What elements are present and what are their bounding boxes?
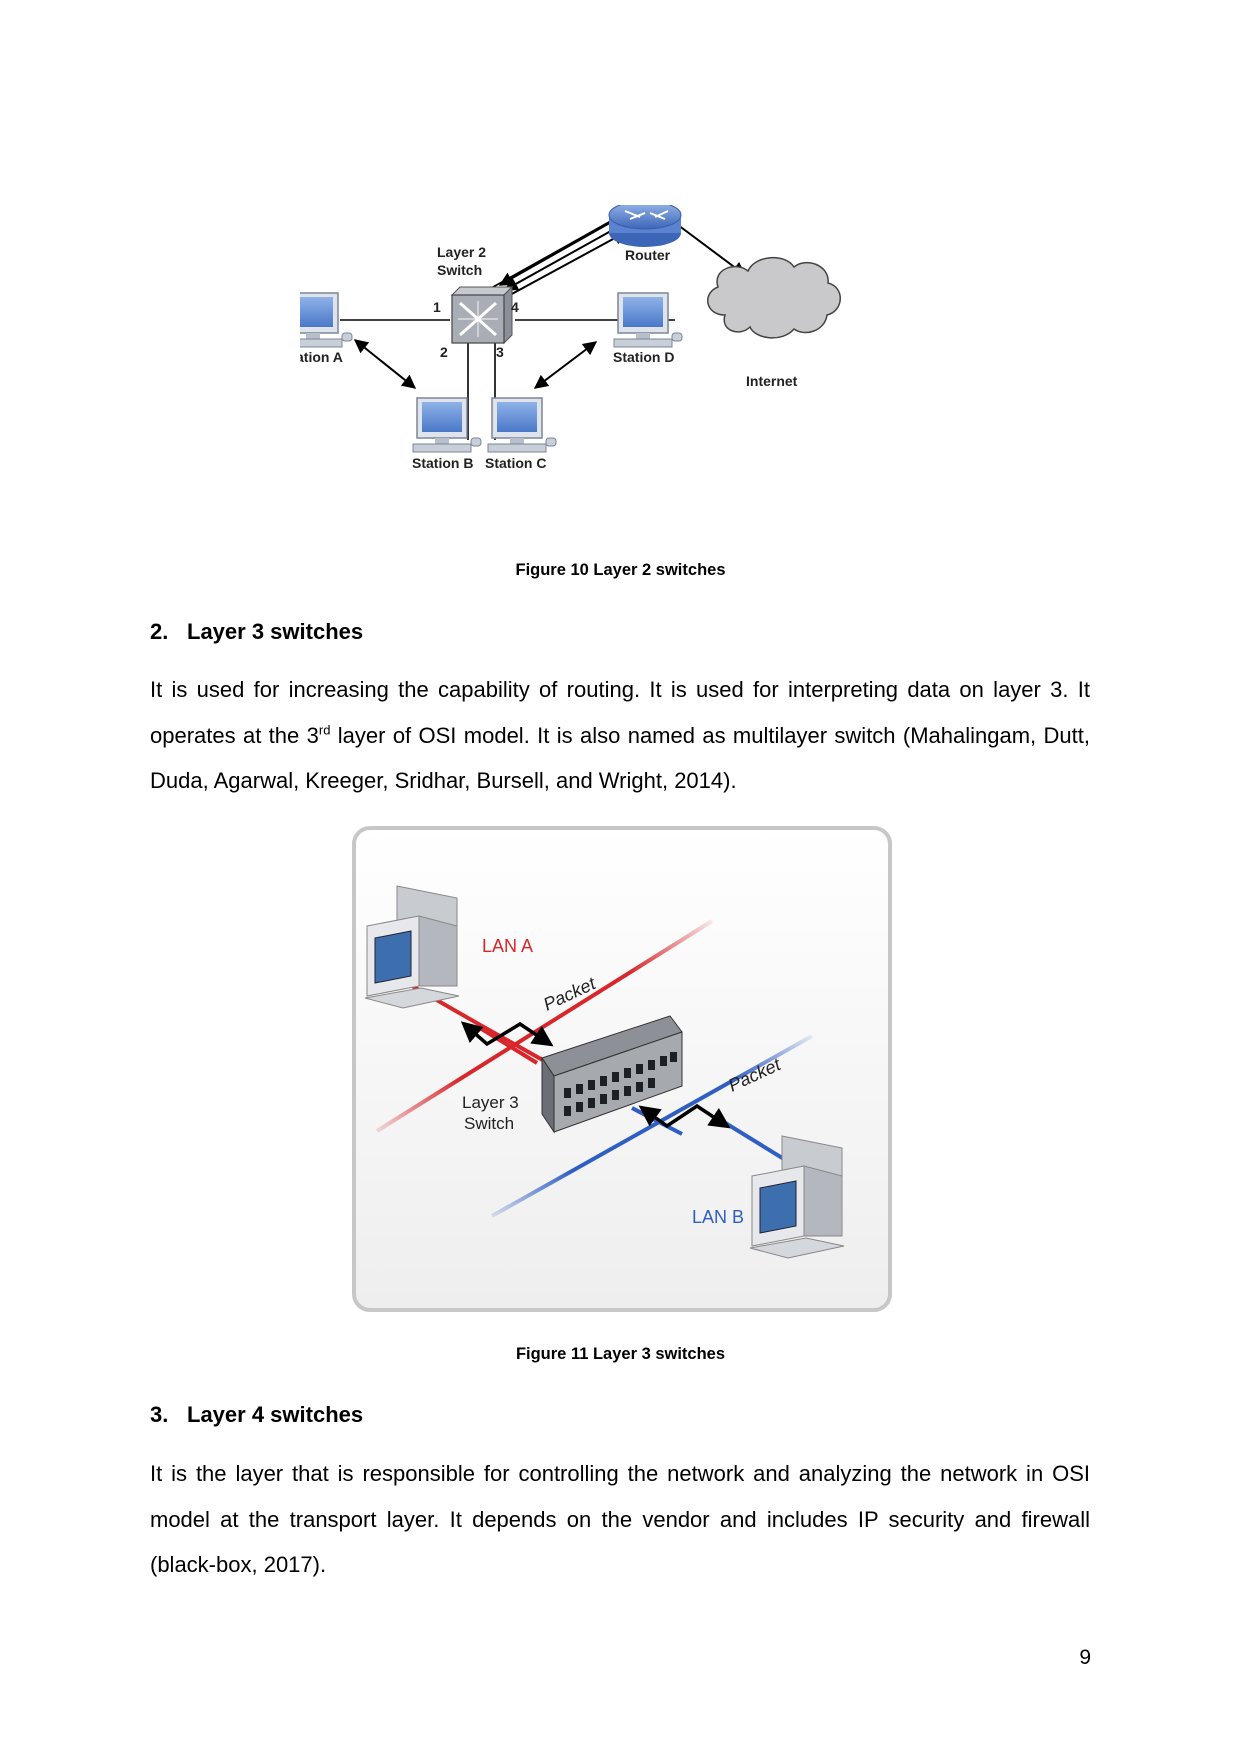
arrow-switch-router-1 xyxy=(498,215,623,286)
arrow-station-c-d xyxy=(533,341,598,389)
figure-11-caption: Figure 11 Layer 3 switches xyxy=(515,1345,726,1363)
section-3-paragraph: It is the layer that is responsible for … xyxy=(150,1461,1090,1577)
section-3-heading: 3. Layer 4 switches xyxy=(150,1402,363,1428)
packet-arrow-a xyxy=(460,1021,554,1047)
superscript-rd: rd xyxy=(318,722,331,738)
switch-label-line2: Switch xyxy=(437,262,482,278)
section-2-heading: 2. Layer 3 switches xyxy=(150,619,363,645)
station-b-computer-icon xyxy=(412,397,482,453)
arrow-switch-router-3 xyxy=(509,231,628,296)
section-2-text-part2: layer of OSI model. It is also named as … xyxy=(150,722,1090,794)
figure-11-layer3-diagram: LAN A LAN B Packet Packet Layer 3 Switch xyxy=(352,826,892,1312)
packet-arrow-b xyxy=(638,1103,731,1129)
section-3-number: 3. xyxy=(150,1402,169,1427)
section-2-text-part1: It is used for increasing the capability… xyxy=(150,677,1090,748)
router-label: Router xyxy=(625,247,671,263)
port-4-label: 4 xyxy=(511,299,519,315)
layer3-switch-icon xyxy=(541,1015,683,1134)
station-c-computer-icon xyxy=(487,397,557,453)
arrow-switch-router-2 xyxy=(503,221,628,291)
station-a-label: Station A xyxy=(300,349,343,365)
section-2-paragraph: It is used for increasing the capability… xyxy=(150,667,1090,804)
link-switch-router xyxy=(492,212,626,288)
lan-b-label: LAN B xyxy=(692,1207,744,1227)
figure-10-caption: Figure 10 Layer 2 switches xyxy=(515,561,726,579)
arrow-station-a-b xyxy=(353,339,417,389)
internet-cloud-icon xyxy=(707,256,841,339)
lan-a-label: LAN A xyxy=(482,936,533,956)
station-b-label: Station B xyxy=(412,455,473,471)
internet-label: Internet xyxy=(746,373,798,389)
station-c-label: Station C xyxy=(485,455,546,471)
router-icon xyxy=(608,205,682,247)
switch-label-line1: Layer 2 xyxy=(437,244,486,260)
section-2-title: Layer 3 switches xyxy=(187,619,364,644)
layer3-switch-label-line1: Layer 3 xyxy=(462,1093,519,1112)
port-3-label: 3 xyxy=(496,344,504,360)
section-3-title: Layer 4 switches xyxy=(187,1402,364,1427)
layer3-switch-label-line2: Switch xyxy=(464,1114,514,1133)
figure-10-layer2-diagram: Layer 2 Switch Router Internet Station A… xyxy=(300,205,841,471)
section-2-number: 2. xyxy=(150,619,169,644)
station-d-label: Station D xyxy=(613,349,674,365)
page-number: 9 xyxy=(1079,1646,1091,1669)
layer2-switch-icon xyxy=(450,285,514,345)
port-1-label: 1 xyxy=(433,299,441,315)
port-2-label: 2 xyxy=(440,344,448,360)
